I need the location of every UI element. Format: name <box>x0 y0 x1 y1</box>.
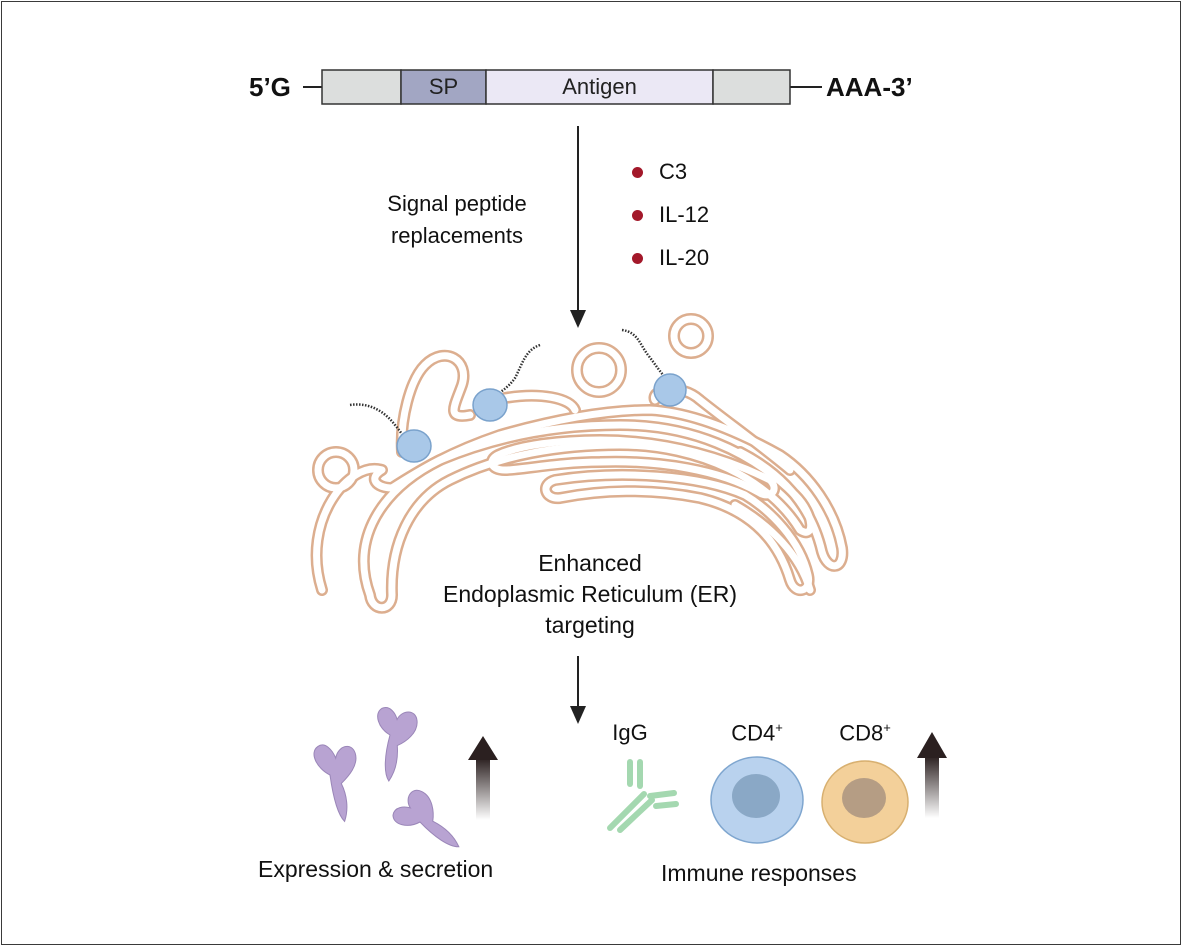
cd8-label: CD8+ <box>820 720 910 746</box>
secreted-protein-icons <box>313 707 460 848</box>
cd8-label-text: CD8 <box>839 720 884 746</box>
membrane-lumen <box>542 471 813 594</box>
igg-label: IgG <box>612 720 648 745</box>
utr3-segment <box>712 69 791 105</box>
cd8-label-sup: + <box>883 720 891 735</box>
signal-peptide-name: IL-12 <box>659 202 710 227</box>
signal-peptide-name: IL-20 <box>659 245 710 270</box>
membrane-lumen <box>670 315 712 357</box>
signal-peptide-item: IL-12 <box>632 200 709 230</box>
step1-label-line-2: replacements <box>390 223 524 248</box>
membrane-lumen <box>313 406 846 594</box>
protein-icon-3 <box>392 789 460 848</box>
er-label-line-3: targeting <box>545 612 635 638</box>
membrane-lumen <box>398 352 474 456</box>
er-label-line-1: Enhanced <box>538 550 642 576</box>
signal-peptide-item: IL-20 <box>632 243 709 273</box>
antigen-segment <box>485 69 714 105</box>
cd8-cell-icon <box>821 760 909 844</box>
protein-icon-1 <box>313 744 357 823</box>
ribosome-icon-2 <box>472 343 541 422</box>
antibody-icon <box>607 759 679 833</box>
increase-arrow-icon-right <box>917 732 947 818</box>
bullet-dot-icon <box>632 252 643 264</box>
immune-responses-label: Immune responses <box>661 860 857 886</box>
arrow-to-outcomes-head <box>570 706 586 724</box>
protein-icon-2 <box>377 707 418 782</box>
signal-peptide-name: C3 <box>659 159 688 184</box>
cd4-label-sup: + <box>775 720 783 735</box>
membrane-lumen <box>314 448 358 492</box>
antigen-segment-label: Antigen <box>562 74 637 99</box>
step1-label-line-1: Signal peptide <box>387 191 527 216</box>
bullet-dot-icon <box>632 166 643 178</box>
utr5-segment <box>321 69 402 105</box>
poly-a-tail-label: AAA-3’ <box>826 72 913 102</box>
membrane-lumen <box>488 436 778 499</box>
membrane-lumen <box>573 344 625 396</box>
cd4-label-text: CD4 <box>731 720 776 746</box>
ribosome-icon-1 <box>349 403 432 463</box>
er-label-line-2: Endoplasmic Reticulum (ER) <box>443 581 737 607</box>
step1-label: Signal peptide replacements <box>352 188 562 252</box>
membrane-lumen <box>360 421 815 612</box>
signal-peptide-list: C3 IL-12 IL-20 <box>632 157 709 273</box>
ribosome-icon-3 <box>621 328 687 407</box>
mrna-construct <box>303 69 822 105</box>
expression-secretion-label: Expression & secretion <box>258 856 494 882</box>
membrane-lumen <box>731 501 814 594</box>
signal-peptide-item: C3 <box>632 157 709 187</box>
bullet-dot-icon <box>632 209 643 221</box>
cd4-label: CD4+ <box>712 720 802 746</box>
membrane-lumen <box>501 392 579 414</box>
er-targeting-label: Enhanced Endoplasmic Reticulum (ER) targ… <box>380 548 800 641</box>
arrow-to-er-head <box>570 310 586 328</box>
five-prime-cap-label: 5’G <box>249 72 291 102</box>
cd4-cell-icon <box>710 756 804 844</box>
increase-arrow-icon-left <box>468 736 498 820</box>
sp-segment-label: SP <box>428 74 459 99</box>
